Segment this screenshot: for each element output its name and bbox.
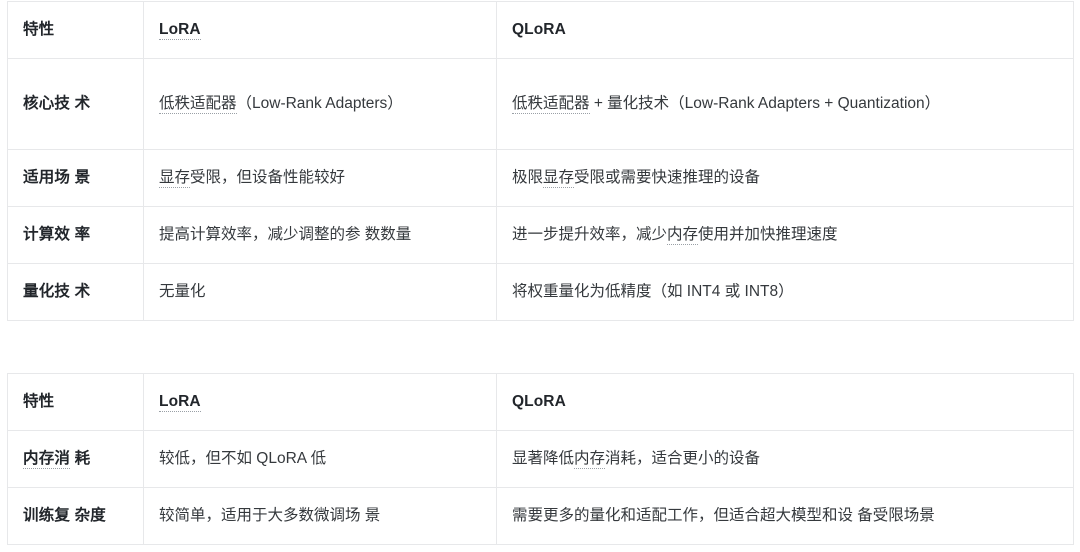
dotted-underline-phrase: LoRA <box>159 393 201 412</box>
row-feature-label: 核心技 术 <box>7 58 144 150</box>
table-header-row: 特性 LoRA QLoRA <box>7 373 1074 431</box>
table-row: 内存消 耗 较低，但不如 QLoRA 低 显著降低内存消耗，适合更小的设备 <box>7 430 1074 488</box>
row-qlora-value: 极限显存受限或需要快速推理的设备 <box>496 149 1074 207</box>
row-qlora-value: 低秩适配器 + 量化技术（Low-Rank Adapters + Quantiz… <box>496 58 1074 150</box>
column-header-feature: 特性 <box>7 373 144 431</box>
header-text: 特性 <box>23 393 55 410</box>
table-row: 计算效 率 提高计算效率，减少调整的参 数数量 进一步提升效率，减少内存使用并加… <box>7 206 1074 264</box>
row-qlora-value: 将权重量化为低精度（如 INT4 或 INT8） <box>496 263 1074 321</box>
row-feature-label: 量化技 术 <box>7 263 144 321</box>
table-row: 适用场 景 显存受限，但设备性能较好 极限显存受限或需要快速推理的设备 <box>7 149 1074 207</box>
dotted-underline-phrase: 显存 <box>159 169 191 188</box>
dotted-underline-phrase: 低秩适配器 <box>512 95 590 114</box>
row-feature-label: 训练复 杂度 <box>7 487 144 545</box>
comparison-table-1: 特性 LoRA QLoRA 核心技 术 低秩适配器（Low-Rank Adapt… <box>7 1 1074 321</box>
table-header-row: 特性 LoRA QLoRA <box>7 1 1074 59</box>
dotted-underline-phrase: LoRA <box>159 21 201 40</box>
header-text: QLoRA <box>512 21 566 38</box>
dotted-underline-phrase: 显存 <box>543 169 575 188</box>
row-qlora-value: 进一步提升效率，减少内存使用并加快推理速度 <box>496 206 1074 264</box>
column-header-feature: 特性 <box>7 1 144 59</box>
row-feature-label: 适用场 景 <box>7 149 144 207</box>
header-text: 特性 <box>23 21 55 38</box>
dotted-underline-phrase: 内存 <box>574 450 606 469</box>
row-lora-value: 较简单，适用于大多数微调场 景 <box>143 487 497 545</box>
row-feature-label: 计算效 率 <box>7 206 144 264</box>
dotted-underline-phrase: 内存 <box>667 226 699 245</box>
table-2-header: 特性 LoRA QLoRA <box>7 373 1074 431</box>
table-row: 训练复 杂度 较简单，适用于大多数微调场 景 需要更多的量化和适配工作，但适合超… <box>7 487 1074 545</box>
column-header-qlora: QLoRA <box>496 1 1074 59</box>
comparison-table-2: 特性 LoRA QLoRA 内存消 耗 较低，但不如 QLoRA 低 显著降低内… <box>7 373 1074 545</box>
dotted-underline-phrase: 内存消 <box>23 450 71 469</box>
table-2-body: 内存消 耗 较低，但不如 QLoRA 低 显著降低内存消耗，适合更小的设备 训练… <box>7 430 1074 545</box>
table-1-body: 核心技 术 低秩适配器（Low-Rank Adapters） 低秩适配器 + 量… <box>7 58 1074 321</box>
row-qlora-value: 需要更多的量化和适配工作，但适合超大模型和设 备受限场景 <box>496 487 1074 545</box>
row-lora-value: 显存受限，但设备性能较好 <box>143 149 497 207</box>
table-1-header: 特性 LoRA QLoRA <box>7 1 1074 59</box>
column-header-qlora: QLoRA <box>496 373 1074 431</box>
row-qlora-value: 显著降低内存消耗，适合更小的设备 <box>496 430 1074 488</box>
header-text: LoRA <box>159 388 481 416</box>
table-row: 量化技 术 无量化 将权重量化为低精度（如 INT4 或 INT8） <box>7 263 1074 321</box>
header-text: LoRA <box>159 16 481 44</box>
column-header-lora: LoRA <box>143 373 497 431</box>
dotted-underline-phrase: 低秩适配器 <box>159 95 237 114</box>
row-lora-value: 低秩适配器（Low-Rank Adapters） <box>143 58 497 150</box>
row-lora-value: 提高计算效率，减少调整的参 数数量 <box>143 206 497 264</box>
row-lora-value: 无量化 <box>143 263 497 321</box>
column-header-lora: LoRA <box>143 1 497 59</box>
header-text: QLoRA <box>512 393 566 410</box>
table-row: 核心技 术 低秩适配器（Low-Rank Adapters） 低秩适配器 + 量… <box>7 58 1074 150</box>
row-feature-label: 内存消 耗 <box>7 430 144 488</box>
row-lora-value: 较低，但不如 QLoRA 低 <box>143 430 497 488</box>
